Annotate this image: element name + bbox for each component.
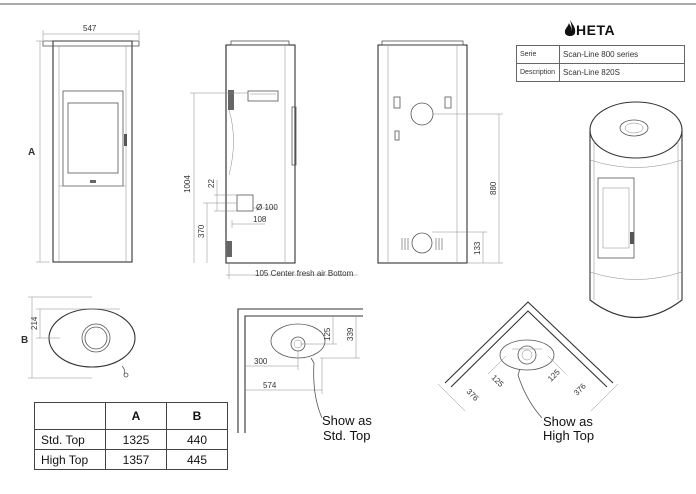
- side-dim-108: 108: [253, 215, 267, 224]
- flame-icon: [564, 20, 576, 36]
- info-key: Serie: [516, 45, 560, 64]
- wall-dim-339: 339: [346, 327, 355, 341]
- corner-plan: 376 125 125 376 Show as High Top: [437, 301, 619, 443]
- table-row: Std. Top 1325 440: [34, 429, 228, 450]
- wall-dim-125: 125: [323, 327, 332, 341]
- side-diameter: Ø 100: [256, 203, 278, 212]
- wall-caption-line2: Std. Top: [323, 428, 370, 443]
- top-depth-label: B: [21, 335, 28, 346]
- back-dim-880: 880: [489, 181, 498, 195]
- corner-dim-right-125: 125: [546, 367, 562, 383]
- info-value: Scan-Line 820S: [559, 63, 685, 82]
- cell-a: 1325: [105, 429, 167, 450]
- row-label: Std. Top: [34, 429, 106, 450]
- cell-a: 1357: [105, 449, 167, 470]
- top-depth-dim: 214: [30, 316, 39, 330]
- wall-caption-line1: Show as: [322, 413, 372, 428]
- header-cell: [34, 402, 106, 430]
- info-table: Serie Scan-Line 800 series Description S…: [516, 45, 685, 82]
- front-height-label: A: [28, 147, 35, 158]
- top-view: 214 B: [21, 296, 136, 379]
- brand-name: HETA: [576, 22, 616, 38]
- cell-b: 445: [166, 449, 228, 470]
- dimension-table: A B Std. Top 1325 440 High Top 1357 445: [34, 402, 228, 470]
- info-value: Scan-Line 800 series: [559, 45, 685, 64]
- info-row: Serie Scan-Line 800 series: [516, 45, 685, 64]
- side-note: 105 Center fresh air Bottom: [255, 269, 354, 278]
- corner-dim-left-125: 125: [490, 373, 506, 389]
- front-width-dim: 547: [83, 24, 97, 33]
- side-height-dim: 1004: [183, 175, 192, 193]
- back-view: 880 133: [377, 40, 503, 264]
- side-view: 1004 22 370 Ø 100 108 105 Center fresh a…: [183, 40, 358, 279]
- header-cell: A: [105, 402, 167, 430]
- back-dim-133: 133: [473, 241, 482, 255]
- info-row: Description Scan-Line 820S: [516, 63, 685, 82]
- perspective-view: [589, 101, 683, 318]
- wall-dim-574: 574: [263, 381, 277, 390]
- corner-caption-line2: High Top: [543, 428, 594, 443]
- header-cell: B: [166, 402, 228, 430]
- cell-b: 440: [166, 429, 228, 450]
- dimension-table-header: A B: [34, 402, 228, 430]
- side-dim-370: 370: [197, 224, 206, 238]
- corner-dim-left-376: 376: [465, 387, 481, 403]
- row-label: High Top: [34, 449, 106, 470]
- corner-caption-line1: Show as: [543, 414, 593, 429]
- wall-plan: 125 339 300 574 Show as Std. Top: [237, 308, 372, 443]
- table-row: High Top 1357 445: [34, 449, 228, 470]
- corner-dim-right-376: 376: [572, 381, 588, 397]
- info-key: Description: [516, 63, 560, 82]
- front-view: 547 A: [28, 24, 140, 263]
- side-dim-22: 22: [207, 179, 216, 188]
- wall-dim-300: 300: [254, 357, 268, 366]
